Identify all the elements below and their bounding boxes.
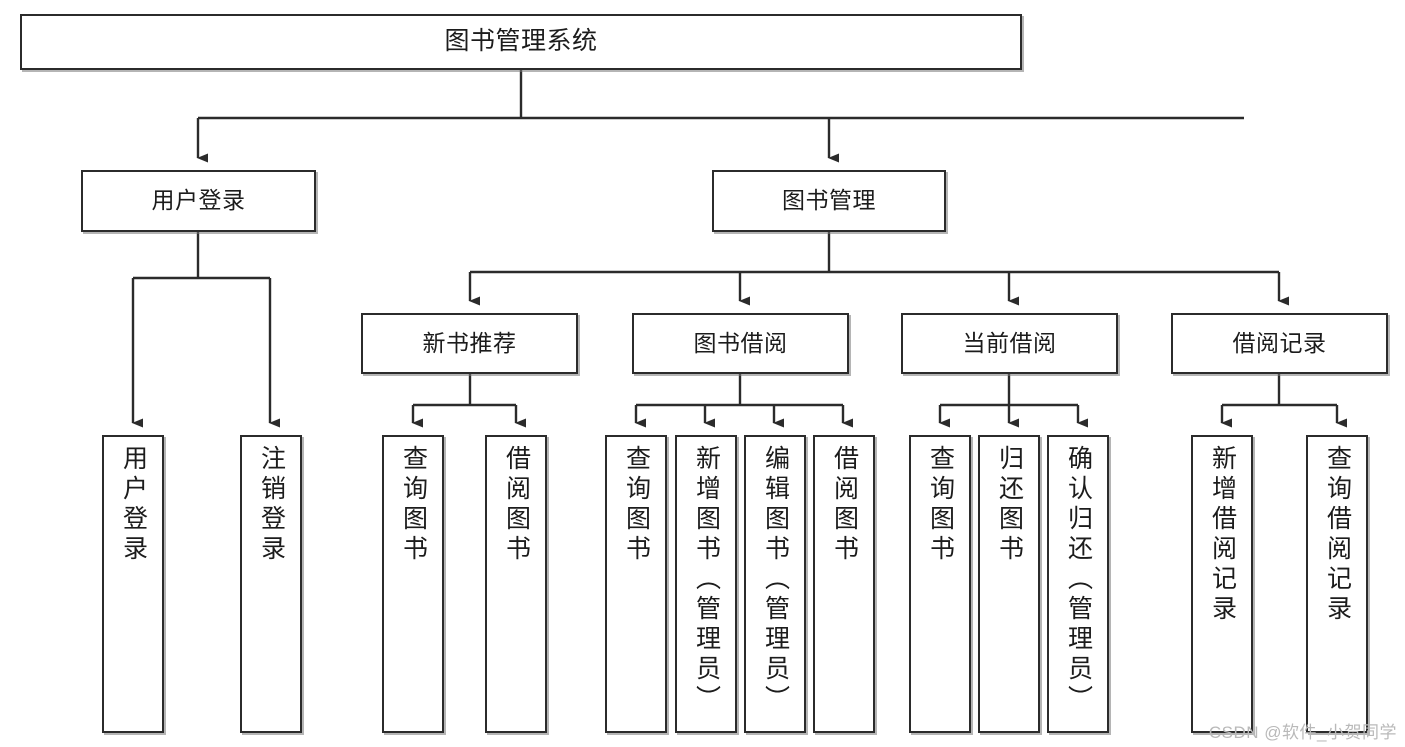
node-label: 用户登录 bbox=[151, 187, 246, 214]
node-current-borrowing[interactable]: 当前借阅 bbox=[901, 313, 1118, 374]
node-label: 当前借阅 bbox=[962, 329, 1057, 356]
leaf-return-book[interactable]: 归还图书 bbox=[978, 435, 1040, 733]
leaf-edit-book-admin[interactable]: 编辑图书（管理员） bbox=[744, 435, 806, 733]
node-label: 图书管理系统 bbox=[444, 27, 598, 56]
leaf-logout[interactable]: 注销登录 bbox=[240, 435, 302, 733]
node-borrow-records[interactable]: 借阅记录 bbox=[1171, 313, 1388, 374]
node-label: 图书管理 bbox=[782, 187, 876, 214]
node-label: 查询借阅记录 bbox=[1323, 445, 1352, 625]
leaf-query-book-current[interactable]: 查询图书 bbox=[909, 435, 971, 733]
leaf-query-book-borrowing[interactable]: 查询图书 bbox=[605, 435, 667, 733]
node-book-borrowing[interactable]: 图书借阅 bbox=[632, 313, 849, 374]
leaf-add-book-admin[interactable]: 新增图书（管理员） bbox=[675, 435, 737, 733]
node-new-book-recommendation[interactable]: 新书推荐 bbox=[361, 313, 578, 374]
leaf-query-borrow-record[interactable]: 查询借阅记录 bbox=[1306, 435, 1368, 733]
node-label: 借阅记录 bbox=[1232, 329, 1327, 356]
node-label: 查询图书 bbox=[399, 445, 428, 565]
node-root-book-management-system[interactable]: 图书管理系统 bbox=[20, 14, 1022, 70]
watermark-text: CSDN @软件_小贺同学 bbox=[1208, 723, 1397, 742]
node-label: 借阅图书 bbox=[502, 445, 531, 565]
leaf-add-borrow-record[interactable]: 新增借阅记录 bbox=[1191, 435, 1253, 733]
node-label: 编辑图书（管理员） bbox=[761, 445, 790, 715]
node-label: 查询图书 bbox=[622, 445, 651, 565]
node-label: 图书借阅 bbox=[693, 329, 788, 356]
node-label: 用户登录 bbox=[119, 445, 148, 565]
node-user-login[interactable]: 用户登录 bbox=[81, 170, 316, 232]
node-label: 新书推荐 bbox=[422, 329, 517, 356]
node-label: 归还图书 bbox=[995, 445, 1024, 565]
leaf-borrow-book-newbook[interactable]: 借阅图书 bbox=[485, 435, 547, 733]
node-label: 新增图书（管理员） bbox=[692, 445, 721, 715]
leaf-user-login[interactable]: 用户登录 bbox=[102, 435, 164, 733]
node-book-management[interactable]: 图书管理 bbox=[712, 170, 946, 232]
node-label: 查询图书 bbox=[926, 445, 955, 565]
leaf-borrow-book-borrowing[interactable]: 借阅图书 bbox=[813, 435, 875, 733]
node-label: 借阅图书 bbox=[830, 445, 859, 565]
leaf-query-book-newbook[interactable]: 查询图书 bbox=[382, 435, 444, 733]
node-label: 新增借阅记录 bbox=[1208, 445, 1237, 625]
leaf-confirm-return-admin[interactable]: 确认归还（管理员） bbox=[1047, 435, 1109, 733]
node-label: 注销登录 bbox=[257, 445, 286, 565]
node-label: 确认归还（管理员） bbox=[1064, 445, 1093, 715]
